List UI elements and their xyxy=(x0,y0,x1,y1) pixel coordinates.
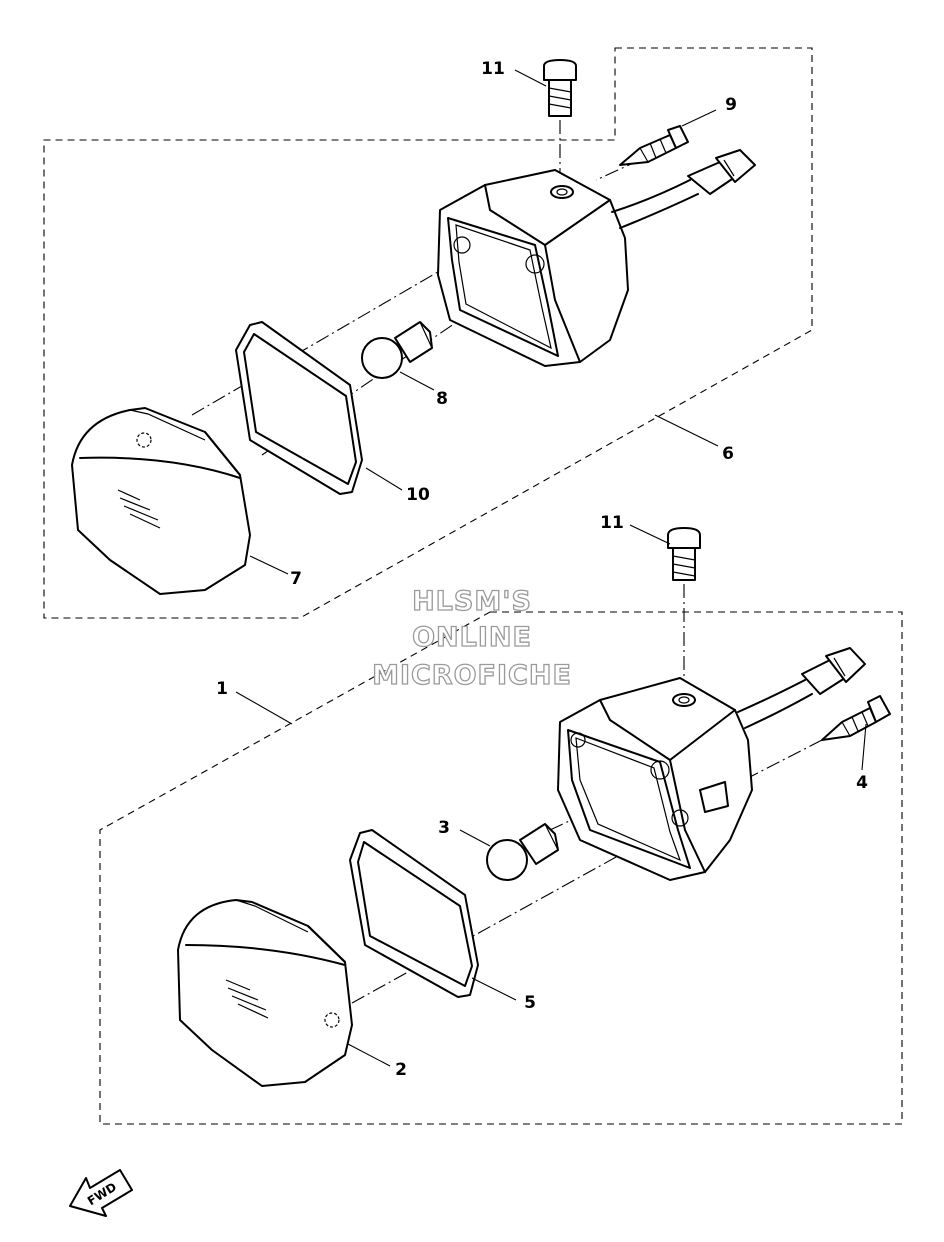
leader-6 xyxy=(654,414,719,447)
leader-11-upper xyxy=(514,69,547,87)
callout-4: 4 xyxy=(856,773,868,793)
watermark-line-3: MICROFICHE xyxy=(372,660,572,691)
callout-9: 9 xyxy=(725,95,737,115)
leader-5 xyxy=(471,977,517,1001)
gasket-lower xyxy=(349,829,479,998)
screw-upper xyxy=(543,59,577,117)
leader-1 xyxy=(235,691,293,725)
screw-lower xyxy=(667,527,701,581)
callout-6: 6 xyxy=(722,444,734,464)
watermark-line-2: ONLINE xyxy=(412,622,532,653)
gasket-upper xyxy=(235,321,363,495)
watermark-line-1: HLSM'S xyxy=(412,586,532,617)
leader-9 xyxy=(681,109,717,127)
callout-8: 8 xyxy=(436,389,448,409)
assembly-boundary-upper xyxy=(43,47,813,619)
bulb-lower xyxy=(486,823,559,881)
tapping-screw-lower xyxy=(821,695,891,741)
axis-line-lower-a xyxy=(351,829,666,1004)
callout-5: 5 xyxy=(524,993,536,1013)
leader-11-lower xyxy=(629,524,671,545)
forward-direction-arrow-icon: FWD xyxy=(69,1169,133,1217)
callout-11-upper: 11 xyxy=(481,59,505,79)
axis-line-upper-a xyxy=(191,261,456,416)
lens-upper xyxy=(71,407,251,595)
leader-3 xyxy=(459,829,491,847)
turn-signal-housing-upper xyxy=(437,149,756,367)
leader-10 xyxy=(365,467,403,491)
leader-4 xyxy=(861,723,867,771)
bulb-upper xyxy=(361,321,433,379)
callout-10: 10 xyxy=(406,485,430,505)
leader-7 xyxy=(249,555,289,575)
callout-3: 3 xyxy=(438,818,450,838)
callout-11-lower: 11 xyxy=(600,513,624,533)
tapping-screw-upper xyxy=(619,125,689,166)
watermark: HLSM'S ONLINE MICROFICHE xyxy=(371,585,572,691)
leader-2 xyxy=(347,1043,391,1067)
turn-signal-housing-lower xyxy=(557,647,866,881)
callout-7: 7 xyxy=(290,569,302,589)
assembly-boundary-lower xyxy=(99,611,903,1125)
callout-2: 2 xyxy=(395,1060,407,1080)
callout-1: 1 xyxy=(216,679,228,699)
lens-lower xyxy=(177,899,353,1087)
leader-8 xyxy=(399,371,435,391)
